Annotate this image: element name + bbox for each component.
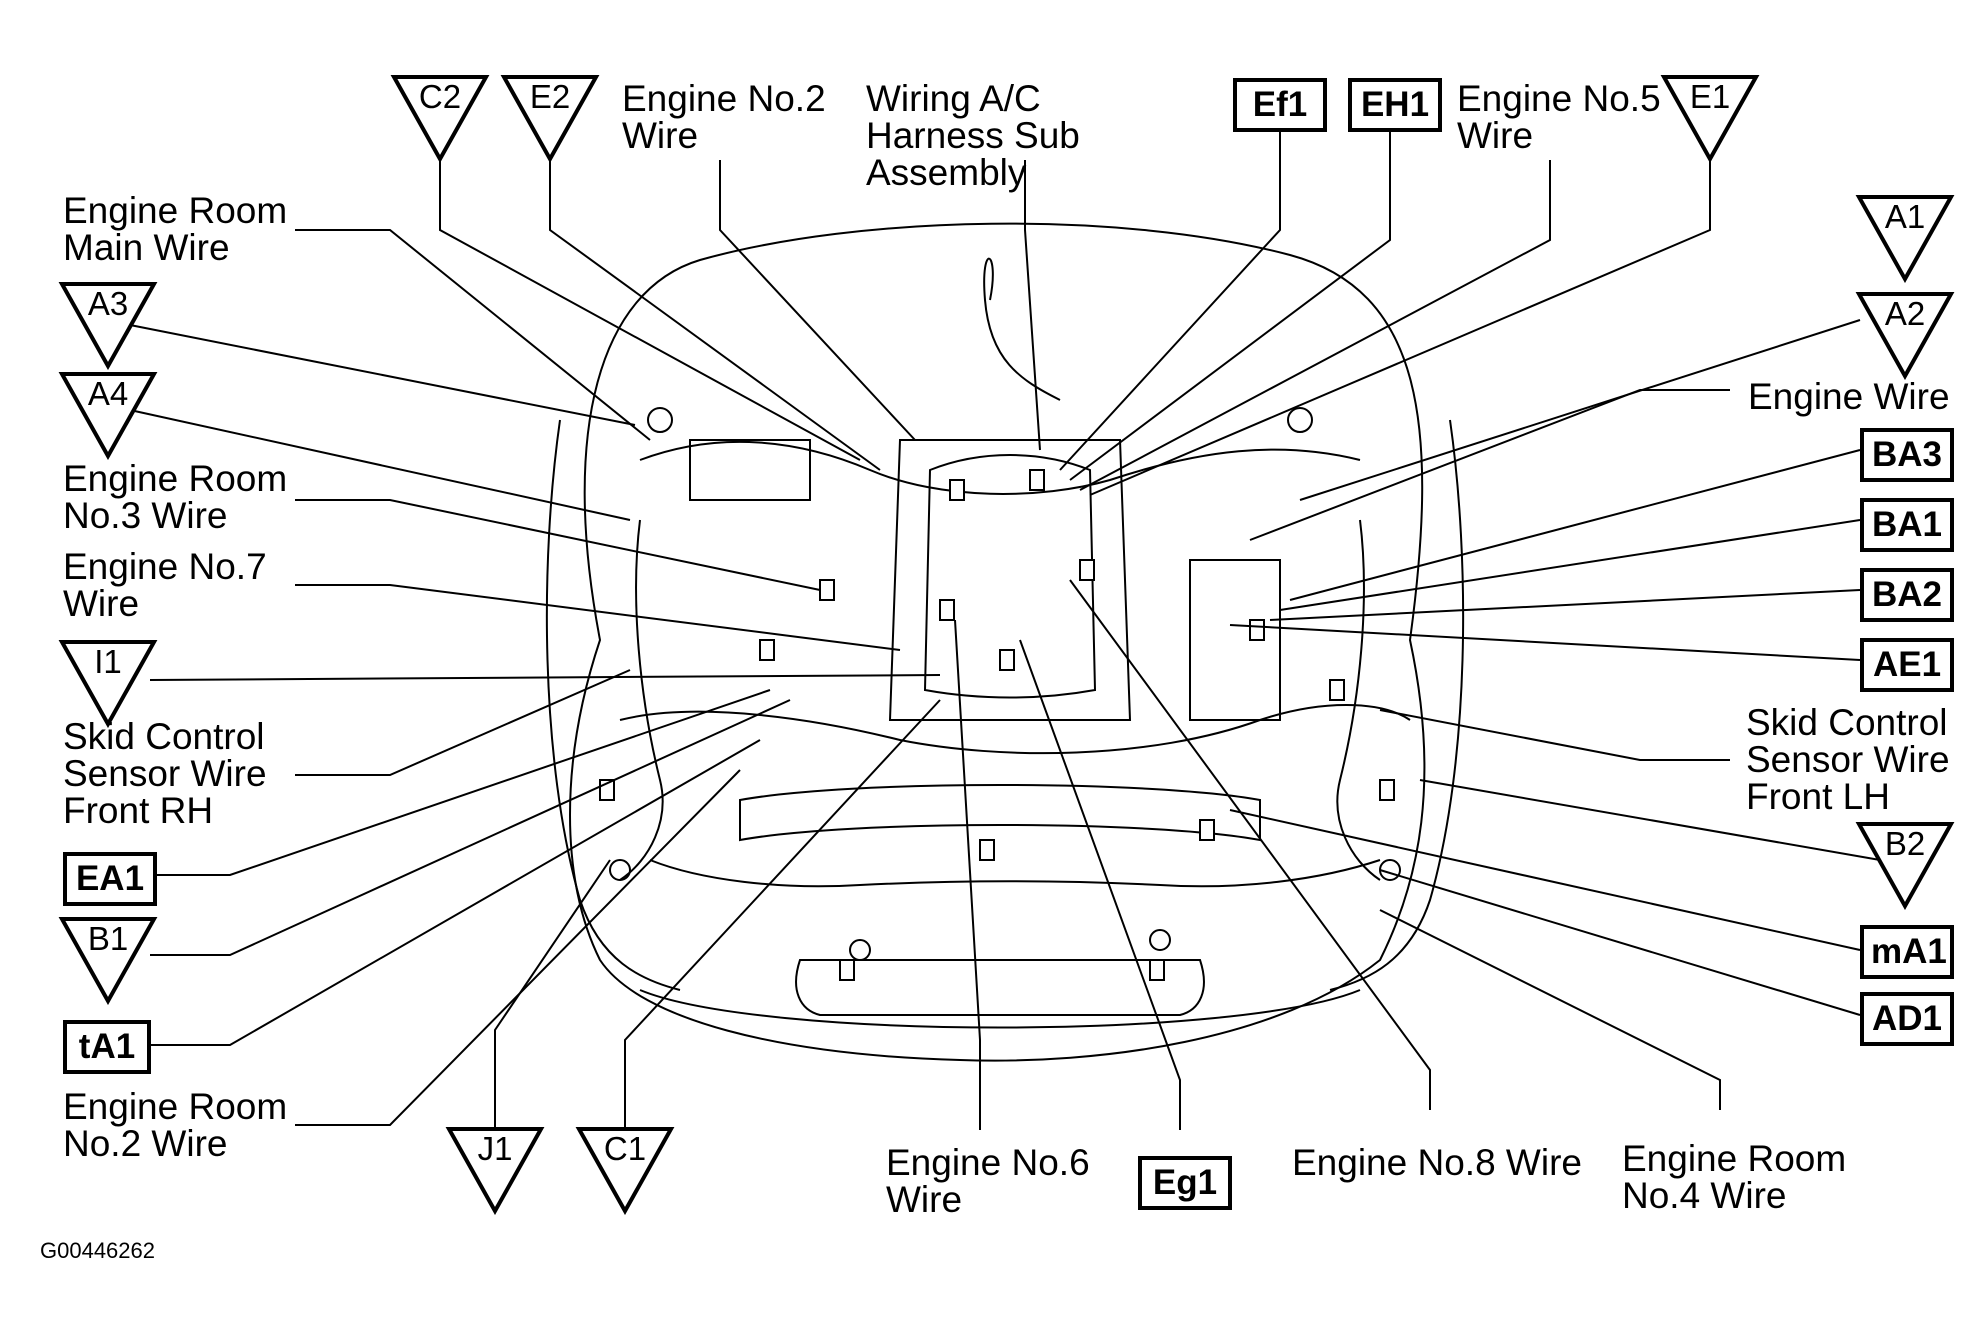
label-engine-room-no3-wire: Engine Room No.3 Wire [63, 458, 288, 536]
callout-code: A3 [87, 285, 129, 322]
intake-manifold [923, 454, 1097, 699]
callout-triangle-e1: E1 [1660, 73, 1760, 163]
callout-box-eg1: Eg1 [1138, 1156, 1232, 1210]
label-engine-no8-wire: Engine No.8 Wire [1292, 1142, 1582, 1183]
label-engine-no2-wire: Engine No.2 Wire [622, 78, 826, 156]
label-engine-wire: Engine Wire [1748, 376, 1950, 417]
harness-right-side [1336, 519, 1381, 881]
callout-box-ea1: EA1 [63, 852, 157, 906]
front-bumper [639, 989, 1361, 1029]
harness-main [639, 440, 1361, 495]
harness-left-side [619, 519, 664, 881]
callout-code: I1 [94, 643, 122, 680]
callout-code: B2 [1884, 825, 1926, 862]
callout-code: C1 [603, 1130, 647, 1167]
callout-box-eh1: EH1 [1348, 78, 1442, 132]
callout-code: A2 [1884, 295, 1926, 332]
leader-lines [129, 130, 1881, 1130]
label-engine-no7-wire: Engine No.7 Wire [63, 546, 267, 624]
callout-box-ae1: AE1 [1860, 638, 1954, 692]
connector [839, 959, 855, 981]
connector [1079, 559, 1095, 581]
callout-triangle-b1: B1 [58, 915, 158, 1005]
connector [849, 939, 871, 961]
label-engine-no6-wire: Engine No.6 Wire [886, 1142, 1090, 1220]
connector [949, 479, 965, 501]
callout-box-ba2: BA2 [1860, 568, 1954, 622]
callout-triangle-e2: E2 [500, 73, 600, 163]
relay-box-left [689, 439, 811, 501]
callout-triangle-b2: B2 [1855, 820, 1955, 910]
callout-code: J1 [477, 1130, 513, 1167]
connector [759, 639, 775, 661]
connector [1379, 779, 1395, 801]
callout-triangle-c1: C1 [575, 1125, 675, 1215]
callout-box-ad1: AD1 [1860, 992, 1954, 1046]
callout-code: A1 [1884, 198, 1926, 235]
relay-box-right [1189, 559, 1281, 721]
connector [1329, 679, 1345, 701]
connector [1287, 407, 1313, 433]
vehicle-body-outline [569, 222, 1426, 1062]
label-skid-control-rh: Skid Control Sensor Wire Front RH [63, 716, 267, 831]
label-engine-room-no4-wire: Engine Room No.4 Wire [1622, 1138, 1847, 1216]
connector [999, 649, 1015, 671]
callout-code: B1 [87, 920, 129, 957]
connector [819, 579, 835, 601]
callout-triangle-j1: J1 [445, 1125, 545, 1215]
callout-triangle-c2: C2 [390, 73, 490, 163]
callout-triangle-a4: A4 [58, 370, 158, 460]
harness-lower [619, 704, 1411, 755]
label-engine-no5-wire: Engine No.5 Wire [1457, 78, 1661, 156]
callout-box-ba1: BA1 [1860, 498, 1954, 552]
fender-right [1329, 419, 1465, 991]
callout-box-ef1: Ef1 [1233, 78, 1327, 132]
connector [939, 599, 955, 621]
connector [1249, 619, 1265, 641]
harness-top [983, 257, 1061, 401]
callout-triangle-a1: A1 [1855, 193, 1955, 283]
callout-triangle-i1: I1 [58, 638, 158, 728]
callout-box-ta1: tA1 [63, 1020, 151, 1074]
callout-triangle-a2: A2 [1855, 290, 1955, 380]
callout-box-ba3: BA3 [1860, 428, 1954, 482]
callout-code: E1 [1689, 78, 1731, 115]
callout-code: C2 [418, 78, 462, 115]
engine-block [888, 439, 1132, 721]
front-grille [795, 959, 1205, 1016]
callout-code: E2 [529, 78, 571, 115]
callout-code: A4 [87, 375, 129, 412]
connector [979, 839, 995, 861]
connector [1149, 929, 1171, 951]
label-skid-control-lh: Skid Control Sensor Wire Front LH [1746, 702, 1950, 817]
connector [609, 859, 631, 881]
label-engine-room-no2-wire: Engine Room No.2 Wire [63, 1086, 288, 1164]
figure-id: G00446262 [40, 1238, 155, 1263]
connector [1029, 469, 1045, 491]
connector [647, 407, 673, 433]
connector [1199, 819, 1215, 841]
connector [1149, 959, 1165, 981]
callout-triangle-a3: A3 [58, 280, 158, 370]
callout-box-ma1: mA1 [1860, 925, 1954, 979]
label-wiring-ac-harness: Wiring A/C Harness Sub Assembly [866, 78, 1080, 193]
harness-front [649, 859, 1381, 888]
label-engine-room-main-wire: Engine Room Main Wire [63, 190, 288, 268]
